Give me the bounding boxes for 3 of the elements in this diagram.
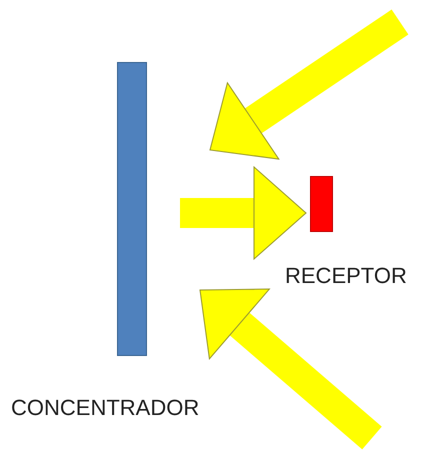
component-label: CONCENTRADOR xyxy=(11,395,200,421)
arrow xyxy=(180,166,306,260)
component-label: RECEPTOR xyxy=(285,263,407,289)
